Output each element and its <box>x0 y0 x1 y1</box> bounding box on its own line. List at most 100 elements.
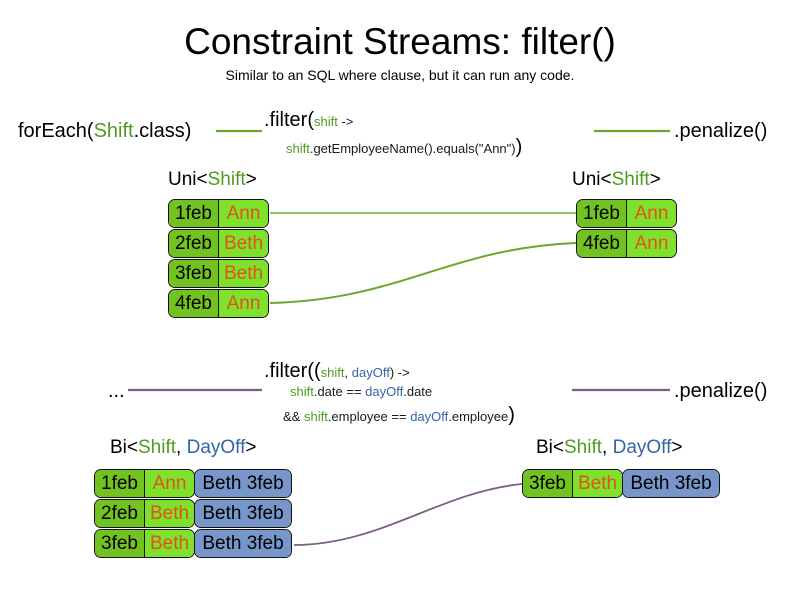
bi-out-suffix: > <box>671 437 683 458</box>
shift-employee-cell: Ann <box>144 470 194 497</box>
shift-employee-cell: Beth <box>218 230 268 257</box>
bi-out-type-shift: Shift <box>564 437 603 458</box>
tuple-row[interactable]: 1feb Ann <box>576 199 677 228</box>
shift-employee-cell: Beth <box>218 260 268 287</box>
shift-fact[interactable]: 4feb Ann <box>576 229 677 258</box>
filter-bi-param-sep: , <box>344 365 352 380</box>
page-title: Constraint Streams: filter() <box>184 21 616 62</box>
bi-out-prefix: Bi< <box>536 437 564 458</box>
uni-in-suffix: > <box>245 169 257 190</box>
filter-bi-l2-tail: .date <box>403 384 433 399</box>
tuple-row[interactable]: 4feb Ann <box>168 289 269 318</box>
tuple-row[interactable]: 2feb Beth Beth 3feb <box>94 499 292 528</box>
bi-in-prefix: Bi< <box>110 437 138 458</box>
dayoff-fact[interactable]: Beth 3feb <box>194 529 292 558</box>
tuple-row[interactable]: 3feb Beth <box>168 259 269 288</box>
shift-employee-cell: Beth <box>572 470 622 497</box>
bi-in-type-dayoff: DayOff <box>186 437 246 458</box>
tuple-row[interactable]: 1feb Ann Beth 3feb <box>94 469 292 498</box>
bi-out-type-dayoff: DayOff <box>612 437 672 458</box>
bi-in-type-shift: Shift <box>138 437 177 458</box>
uni-out-suffix: > <box>649 169 661 190</box>
type-label-bi-output: Bi<Shift, DayOff> <box>536 436 682 459</box>
shift-date-cell: 1feb <box>95 470 144 497</box>
bi-in-suffix: > <box>245 437 257 458</box>
filter-bi-l2-op: .date == <box>313 384 366 399</box>
shift-date-cell: 1feb <box>577 200 626 227</box>
shift-fact[interactable]: 4feb Ann <box>168 289 269 318</box>
filter-uni-call: .filter( <box>264 109 314 131</box>
dayoff-cell: Beth 3feb <box>195 530 291 557</box>
filter-bi-param-dayoff: dayOff <box>351 365 390 380</box>
filter-bi-code-line3: && shift.employee == dayOff.employee) <box>283 403 515 427</box>
type-label-uni-output: Uni<Shift> <box>572 168 661 191</box>
filter-uni-close-paren: ) <box>515 136 523 158</box>
filter-bi-l3-dayoff: dayOff <box>410 409 449 424</box>
shift-fact[interactable]: 2feb Beth <box>168 229 269 258</box>
shift-fact[interactable]: 3feb Beth <box>94 529 195 558</box>
shift-fact[interactable]: 1feb Ann <box>168 199 269 228</box>
filter-bi-code-line2: shift.date == dayOff.date <box>290 383 432 400</box>
shift-date-cell: 2feb <box>169 230 218 257</box>
shift-fact[interactable]: 1feb Ann <box>576 199 677 228</box>
filter-bi-l3-tail: .employee <box>448 409 509 424</box>
filter-bi-l2-dayoff: dayOff <box>365 384 404 399</box>
filter-bi-code-line1: .filter((shift, dayOff) -> <box>264 359 410 383</box>
shift-date-cell: 3feb <box>169 260 218 287</box>
filter-uni-body-expr: .getEmployeeName().equals("Ann") <box>309 141 516 156</box>
uni-out-prefix: Uni< <box>572 169 612 190</box>
dayoff-fact[interactable]: Beth 3feb <box>194 469 292 498</box>
filter-uni-body-var: shift <box>286 141 310 156</box>
shift-fact[interactable]: 3feb Beth <box>522 469 623 498</box>
filter-bi-call: .filter(( <box>264 360 321 382</box>
filter-bi-close-paren: ) <box>508 404 515 426</box>
foreach-prefix: forEach( <box>18 120 94 142</box>
tuple-row[interactable]: 3feb Beth Beth 3feb <box>522 469 720 498</box>
bi-in-sep: , <box>176 437 187 458</box>
shift-employee-cell: Beth <box>144 500 194 527</box>
dayoff-cell: Beth 3feb <box>623 470 719 497</box>
tuple-row[interactable]: 3feb Beth Beth 3feb <box>94 529 292 558</box>
shift-fact[interactable]: 3feb Beth <box>168 259 269 288</box>
type-label-bi-input: Bi<Shift, DayOff> <box>110 436 256 459</box>
dayoff-cell: Beth 3feb <box>195 500 291 527</box>
penalize-uni-label: .penalize() <box>674 120 768 142</box>
shift-date-cell: 3feb <box>523 470 572 497</box>
dayoff-cell: Beth 3feb <box>195 470 291 497</box>
filter-uni-code-line1: .filter(shift -> <box>264 108 353 132</box>
tuple-row[interactable]: 1feb Ann <box>168 199 269 228</box>
dayoff-fact[interactable]: Beth 3feb <box>194 499 292 528</box>
shift-fact[interactable]: 1feb Ann <box>94 469 195 498</box>
tuple-row[interactable]: 4feb Ann <box>576 229 677 258</box>
filter-bi-l3-op: .employee == <box>327 409 411 424</box>
shift-date-cell: 2feb <box>95 500 144 527</box>
shift-employee-cell: Beth <box>144 530 194 557</box>
shift-date-cell: 4feb <box>169 290 218 317</box>
dayoff-fact[interactable]: Beth 3feb <box>622 469 720 498</box>
shift-employee-cell: Ann <box>218 200 268 227</box>
filter-bi-arrow: ) -> <box>389 365 410 380</box>
uni-in-type-shift: Shift <box>207 169 246 190</box>
shift-date-cell: 3feb <box>95 530 144 557</box>
filter-bi-l3-and: && <box>283 409 304 424</box>
uni-in-prefix: Uni< <box>168 169 208 190</box>
tuple-row[interactable]: 2feb Beth <box>168 229 269 258</box>
penalize-bi-label: .penalize() <box>674 380 768 402</box>
wire-bi-3feb <box>293 483 523 546</box>
foreach-suffix: .class) <box>133 120 192 142</box>
filter-bi-l3-shift: shift <box>303 409 328 424</box>
shift-employee-cell: Ann <box>626 230 676 257</box>
shift-employee-cell: Ann <box>218 290 268 317</box>
foreach-type-shift: Shift <box>93 120 134 142</box>
shift-fact[interactable]: 2feb Beth <box>94 499 195 528</box>
shift-date-cell: 4feb <box>577 230 626 257</box>
bi-source-ellipsis: ... <box>108 380 125 402</box>
filter-uni-arrow: -> <box>337 114 354 129</box>
shift-employee-cell: Ann <box>626 200 676 227</box>
filter-bi-l2-shift: shift <box>290 384 314 399</box>
shift-date-cell: 1feb <box>169 200 218 227</box>
wire-uni-4feb <box>269 242 577 304</box>
bi-out-sep: , <box>602 437 613 458</box>
page-subtitle: Similar to an SQL where clause, but it c… <box>225 67 575 83</box>
